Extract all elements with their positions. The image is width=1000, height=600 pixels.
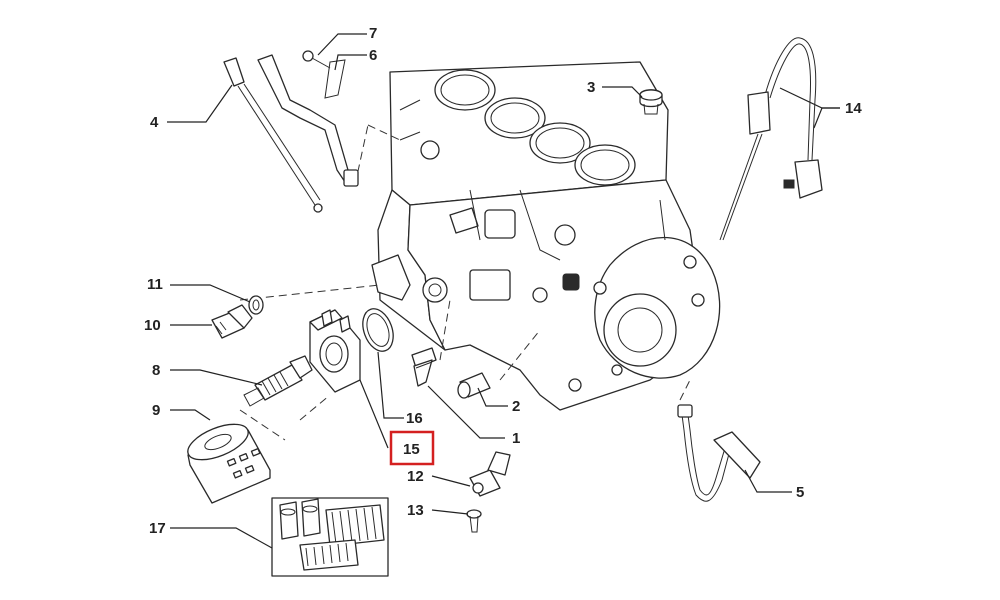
- oil-pressure-switch[interactable]: [211, 304, 253, 339]
- assembly-lines: [239, 124, 691, 441]
- callout-labels: 1 2 3 4 5 6 7 8 9 10 11 12 13 14 15 16 1…: [144, 25, 862, 537]
- o-ring[interactable]: [357, 305, 398, 356]
- callout-12[interactable]: 12: [407, 468, 424, 485]
- callout-2[interactable]: 2: [512, 398, 520, 415]
- bracket-bolt-small[interactable]: [466, 509, 482, 533]
- bracket-bolt[interactable]: [302, 50, 331, 69]
- sensor-with-cable[interactable]: [719, 37, 823, 241]
- oil-pickup-pipe[interactable]: [677, 404, 761, 502]
- dipstick-bracket[interactable]: [257, 54, 359, 187]
- oil-pipe-fitting[interactable]: [411, 347, 437, 387]
- callout-3[interactable]: 3: [587, 79, 595, 96]
- threaded-connector[interactable]: [243, 355, 313, 407]
- oil-filter[interactable]: [183, 417, 271, 504]
- callout-11[interactable]: 11: [147, 276, 163, 293]
- block-plug[interactable]: [639, 89, 663, 115]
- sealing-washer[interactable]: [248, 295, 264, 315]
- callout-13[interactable]: 13: [407, 502, 424, 519]
- callout-9[interactable]: 9: [152, 402, 160, 419]
- callout-7[interactable]: 7: [369, 25, 377, 42]
- callout-1[interactable]: 1: [512, 430, 520, 447]
- callout-8[interactable]: 8: [152, 362, 160, 379]
- callout-4[interactable]: 4: [150, 114, 159, 131]
- callout-5[interactable]: 5: [796, 484, 804, 501]
- callout-15[interactable]: 15: [403, 441, 420, 458]
- callout-10[interactable]: 10: [144, 317, 161, 334]
- bushing[interactable]: [457, 372, 491, 399]
- mounting-bracket[interactable]: [469, 451, 511, 497]
- callout-6[interactable]: 6: [369, 47, 377, 64]
- callout-14[interactable]: 14: [845, 100, 862, 117]
- leader-lines: [167, 33, 840, 549]
- engine-block[interactable]: [371, 61, 721, 411]
- oil-cooler[interactable]: [309, 309, 361, 393]
- callout-17[interactable]: 17: [149, 520, 166, 537]
- filter-kit-box[interactable]: [271, 497, 389, 577]
- dipstick-tube[interactable]: [223, 57, 323, 213]
- callout-16[interactable]: 16: [406, 410, 423, 427]
- highlight-box: [389, 430, 435, 466]
